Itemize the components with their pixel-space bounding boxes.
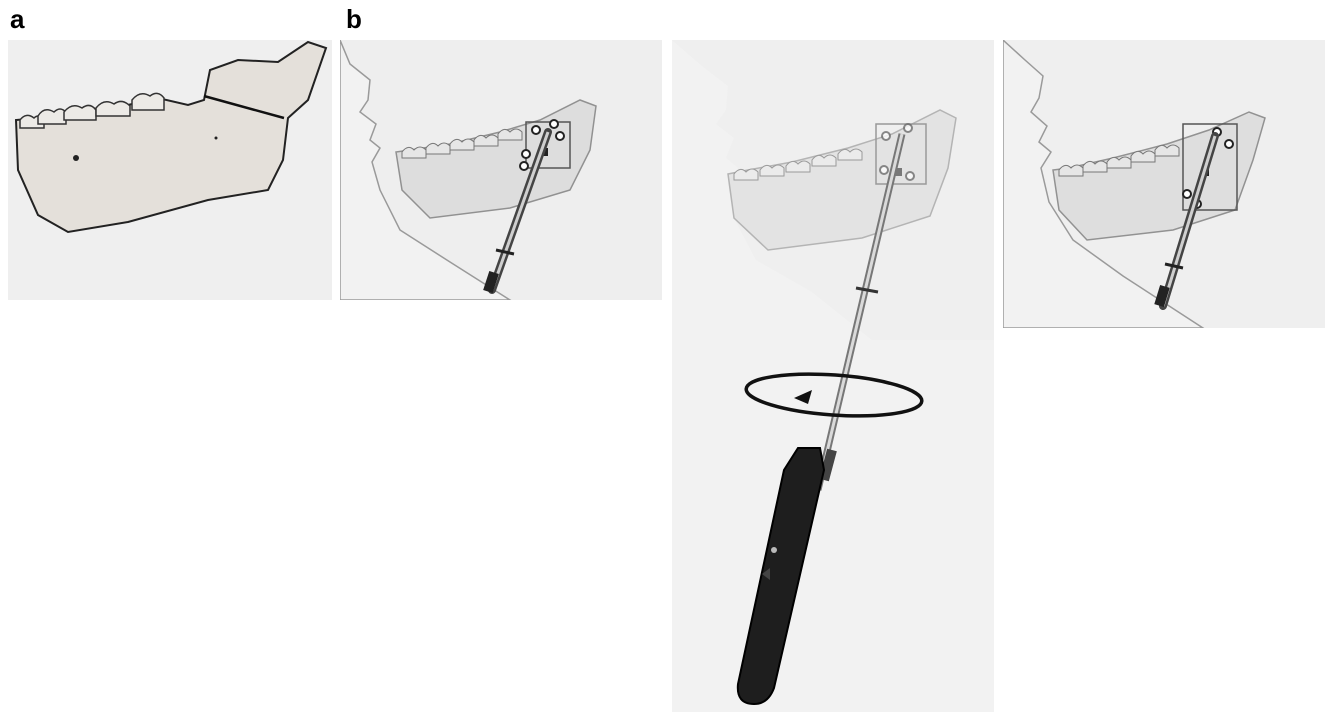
panel-a-mandible [8,40,332,300]
panel-b1-distractor-placed [340,40,662,300]
panel-label-a: a [10,6,24,32]
face-profile-illustration [340,40,662,300]
face-profile-extended-illustration [1003,40,1325,328]
mandible-illustration [8,40,332,300]
panel-label-b: b [346,6,362,32]
face-profile-activation-illustration [672,40,994,712]
panel-b3-distractor-extended [1003,40,1325,328]
panel-b2-distractor-activation [672,40,994,712]
